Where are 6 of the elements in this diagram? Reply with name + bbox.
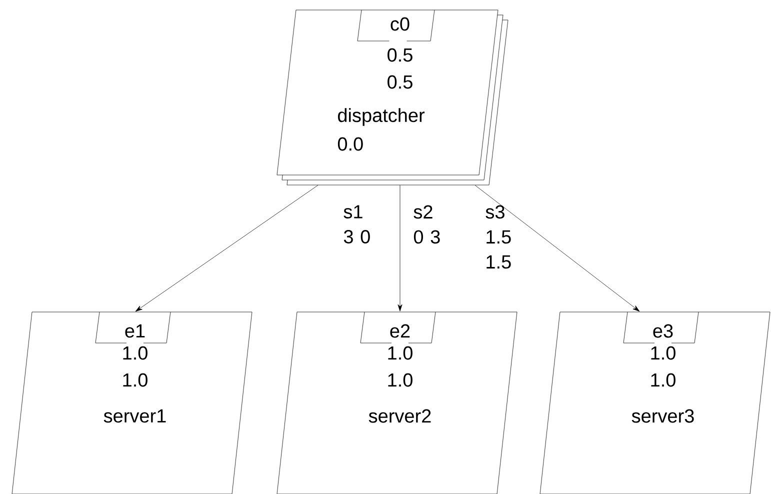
edge-label: s2 0 3	[414, 205, 440, 244]
edge-label: s3 1.5 1.5	[486, 205, 511, 269]
arrow	[474, 185, 640, 312]
arrow	[135, 185, 318, 312]
arrow	[398, 185, 402, 312]
edge-label: s1 3 0	[344, 205, 370, 244]
